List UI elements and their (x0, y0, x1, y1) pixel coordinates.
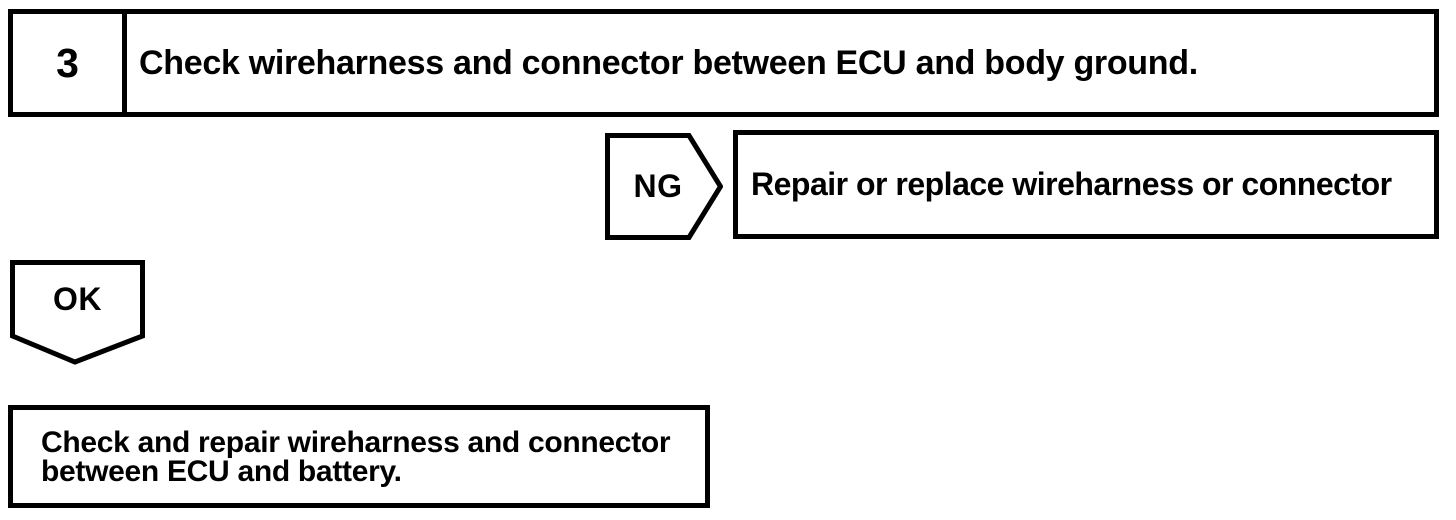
ok-connector: OK (10, 260, 145, 365)
ng-label: NG (633, 168, 683, 204)
ng-arrow-pentagon-icon (605, 133, 723, 240)
ok-action-line-1: Check and repair wireharness and connect… (41, 425, 671, 459)
ok-label: OK (53, 280, 102, 317)
ng-action-box: Repair or replace wireharness or connect… (733, 130, 1439, 239)
step-number: 3 (13, 14, 127, 112)
ok-action-box: Check and repair wireharness and connect… (8, 405, 710, 508)
step-instruction: Check wireharness and connector between … (139, 43, 1198, 82)
ng-action-text: Repair or replace wireharness or connect… (751, 166, 1392, 202)
ng-connector: NG (605, 133, 723, 240)
ok-action-line-2: between ECU and battery. (41, 454, 402, 488)
ok-arrow-pentagon-icon (10, 260, 145, 365)
step-box: 3 Check wireharness and connector betwee… (8, 9, 1439, 117)
